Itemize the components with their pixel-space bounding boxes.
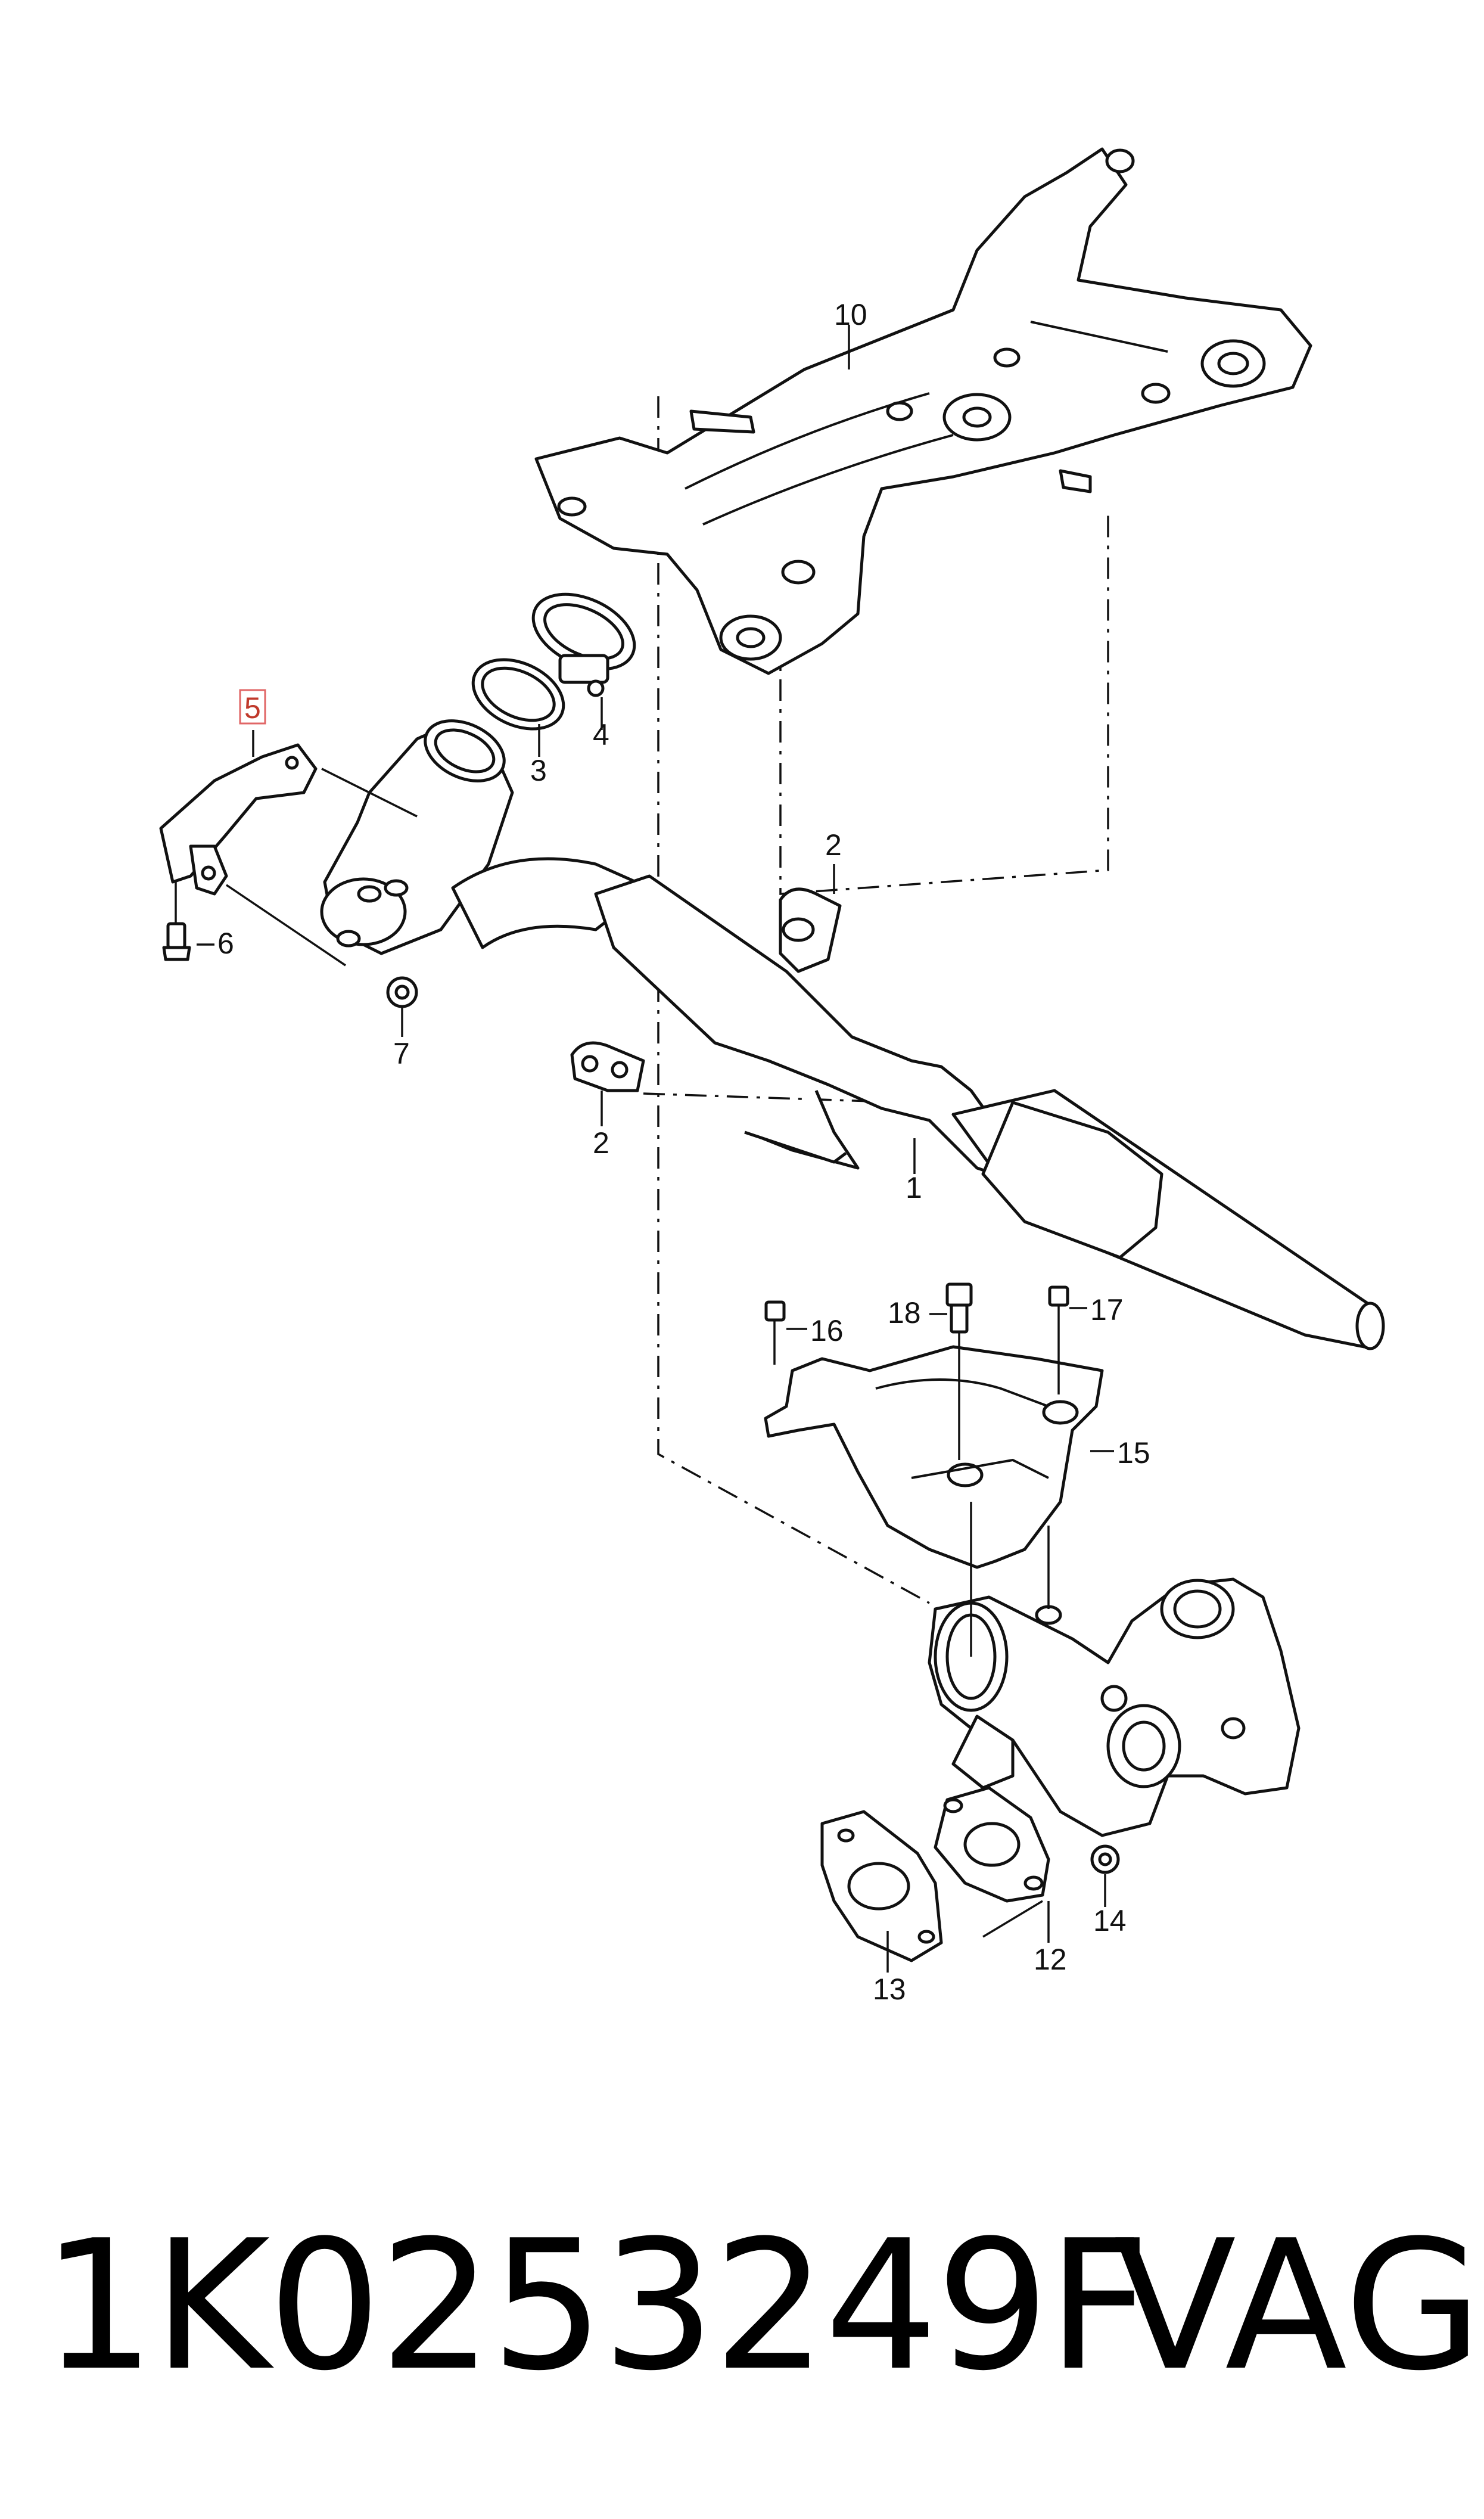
callout-18: 18 (888, 1296, 921, 1330)
flange-gasket (934, 1786, 1050, 1943)
catalytic-converter (320, 719, 651, 955)
part-number: 1K0253249F (42, 2202, 1150, 2410)
callout-10: 10 (834, 298, 867, 331)
callout-17: 17 (1090, 1293, 1124, 1327)
callout-5: 5 (244, 691, 261, 725)
sealing-ring (471, 658, 565, 757)
heat-shield (764, 1345, 1114, 1569)
callout-7: 7 (393, 1037, 410, 1070)
exhaust-parts-diagram: 10 4 3 5 6 7 2 2 1 16 17 18 15 14 12 13 (159, 147, 1385, 2006)
callout-13: 13 (873, 1973, 906, 2006)
callout-5-highlight-box (239, 689, 266, 725)
callout-15: 15 (1117, 1436, 1150, 1470)
bolt-18 (929, 1282, 973, 1460)
callout-labels: 10 4 3 5 6 7 2 2 1 16 17 18 15 14 12 13 (217, 298, 1150, 2006)
brand-name: VAG (1114, 2202, 1483, 2410)
rubber-hanger-upper (779, 864, 842, 973)
callout-12: 12 (1034, 1943, 1067, 1976)
support-bracket (159, 730, 418, 967)
callout-14: 14 (1093, 1904, 1127, 1937)
callout-6: 6 (217, 927, 234, 960)
exhaust-pipe (594, 874, 1385, 1350)
callout-4: 4 (593, 718, 609, 751)
callout-16: 16 (810, 1314, 844, 1347)
bolt-16 (764, 1300, 807, 1365)
bolt-17 (1048, 1285, 1087, 1394)
exhaust-clamp (531, 592, 636, 730)
callout-2-upper: 2 (825, 828, 842, 862)
subframe (534, 147, 1312, 675)
turbocharger (928, 1502, 1301, 1837)
rubber-hanger-lower (570, 1041, 645, 1126)
nut-14 (1090, 1844, 1120, 1907)
callout-2-lower: 2 (593, 1126, 609, 1160)
gasket (820, 1810, 943, 1973)
callout-1: 1 (906, 1171, 922, 1204)
nut (386, 976, 418, 1037)
bolt (162, 882, 214, 961)
callout-3: 3 (530, 754, 547, 787)
